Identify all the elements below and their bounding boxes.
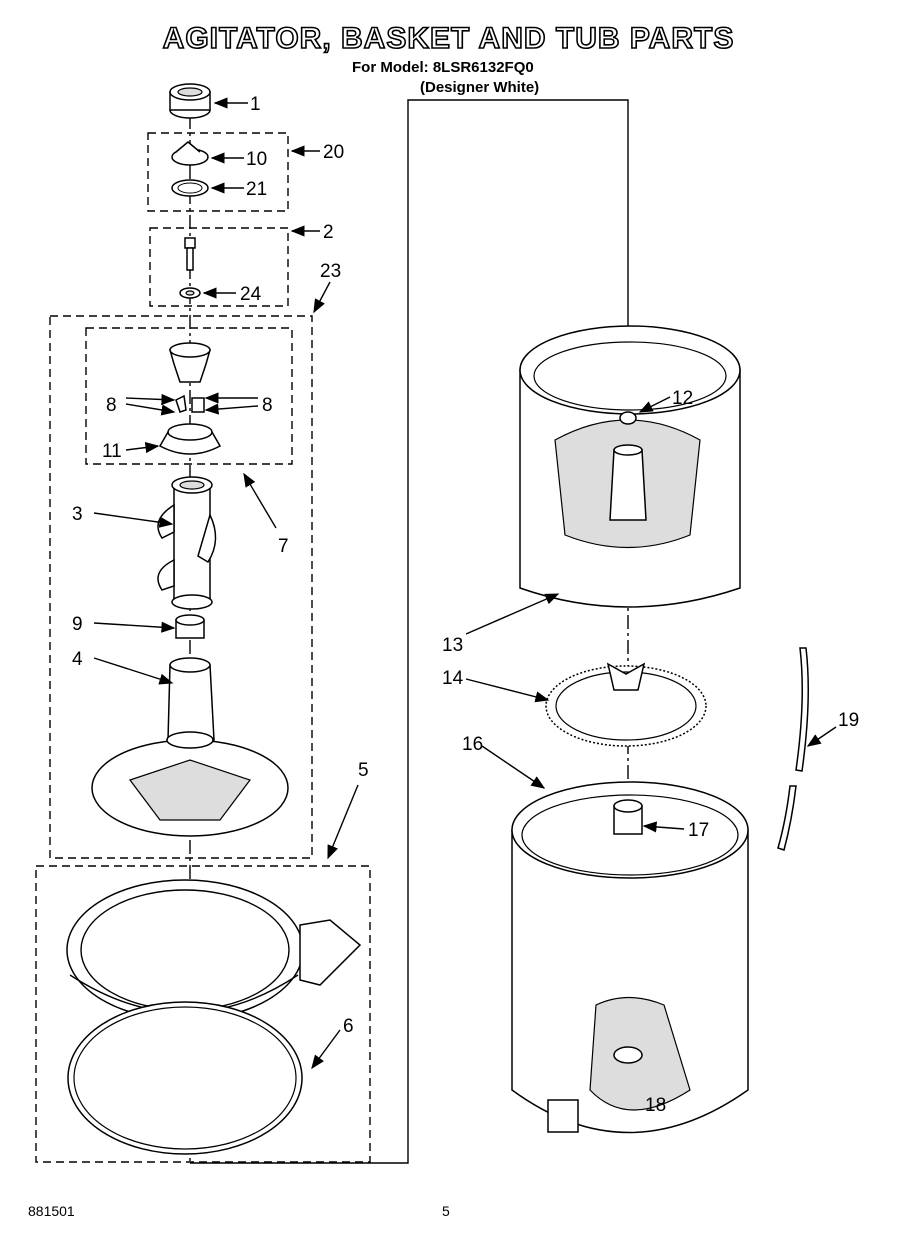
callout-8-right: 8 bbox=[262, 395, 273, 416]
callout-4: 4 bbox=[72, 649, 83, 670]
callout-8-left: 8 bbox=[106, 395, 117, 416]
callout-17: 17 bbox=[688, 820, 709, 841]
callout-20: 20 bbox=[323, 142, 344, 163]
cam-part bbox=[171, 141, 209, 166]
group-box-2 bbox=[149, 227, 289, 307]
group-box-20 bbox=[147, 132, 289, 212]
callout-24: 24 bbox=[240, 284, 262, 305]
callout-5: 5 bbox=[358, 760, 369, 781]
dog-drive-part bbox=[169, 342, 211, 383]
callout-13: 13 bbox=[442, 635, 463, 656]
tub-gasket-part bbox=[67, 1001, 303, 1155]
callout-18: 18 bbox=[645, 1095, 666, 1116]
callout-14: 14 bbox=[442, 668, 464, 689]
dog-part-left bbox=[175, 394, 187, 413]
color-subtitle: (Designer White) bbox=[420, 79, 540, 96]
wash-basket-part bbox=[519, 325, 741, 608]
group-box-7 bbox=[85, 327, 293, 465]
group-box-5 bbox=[35, 865, 371, 1163]
callout-16: 16 bbox=[462, 734, 483, 755]
assembly-connector-line bbox=[190, 99, 629, 1164]
agitator-cap-part bbox=[169, 83, 211, 119]
callout-3: 3 bbox=[72, 504, 83, 525]
callout-1: 1 bbox=[250, 94, 261, 115]
dog-part-right bbox=[191, 397, 205, 413]
footer-code: 881501 bbox=[28, 1203, 75, 1219]
callout-19: 19 bbox=[838, 710, 859, 731]
callout-9: 9 bbox=[72, 614, 83, 635]
callout-6: 6 bbox=[343, 1016, 354, 1037]
group-box-23 bbox=[49, 315, 313, 859]
tub-bearing-part bbox=[613, 799, 643, 835]
tub-ring-part bbox=[66, 879, 362, 1021]
washer-part bbox=[179, 287, 201, 299]
hose-part bbox=[777, 647, 809, 851]
page-number: 5 bbox=[442, 1203, 450, 1219]
bearing-part bbox=[175, 614, 205, 639]
callout-2: 2 bbox=[323, 222, 334, 243]
agitator-base-part bbox=[91, 657, 289, 837]
diagram-title: AGITATOR, BASKET AND TUB PARTS bbox=[162, 21, 735, 56]
model-subtitle: For Model: 8LSR6132FQ0 bbox=[352, 59, 534, 76]
agitator-barrel-part bbox=[157, 476, 217, 610]
spin-ring-part bbox=[545, 662, 707, 747]
callout-23: 23 bbox=[320, 261, 341, 282]
cam-plate-part bbox=[158, 423, 222, 455]
callout-21: 21 bbox=[246, 179, 267, 200]
callout-10: 10 bbox=[246, 149, 267, 170]
callout-11: 11 bbox=[102, 441, 122, 462]
callout-7: 7 bbox=[278, 536, 289, 557]
bolt-part bbox=[184, 237, 196, 271]
callout-12: 12 bbox=[672, 388, 693, 409]
